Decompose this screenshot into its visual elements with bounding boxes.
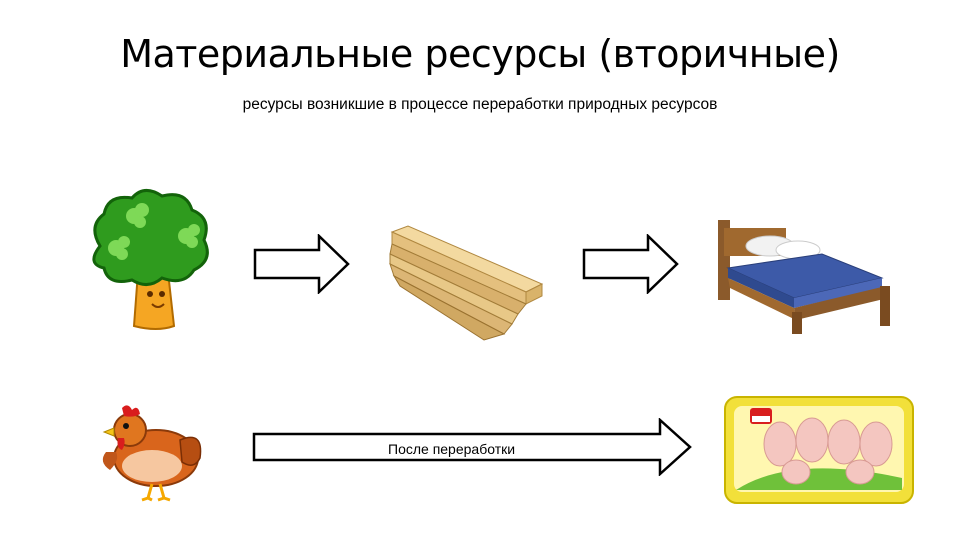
arrow-tree-to-planks (253, 234, 350, 294)
arrow-label: После переработки (388, 441, 516, 457)
page-title: Материальные ресурсы (вторичные) (120, 32, 840, 76)
tree-icon (92, 189, 209, 330)
chicken-legs-tray-icon (724, 396, 914, 504)
arrow-hen-to-chicken (252, 418, 692, 476)
arrow-planks-to-bed (582, 234, 679, 294)
hen-icon (102, 405, 202, 502)
wooden-planks-icon (389, 225, 544, 341)
bed-icon (718, 220, 890, 334)
page-subtitle: ресурсы возникшие в процессе переработки… (242, 96, 718, 113)
